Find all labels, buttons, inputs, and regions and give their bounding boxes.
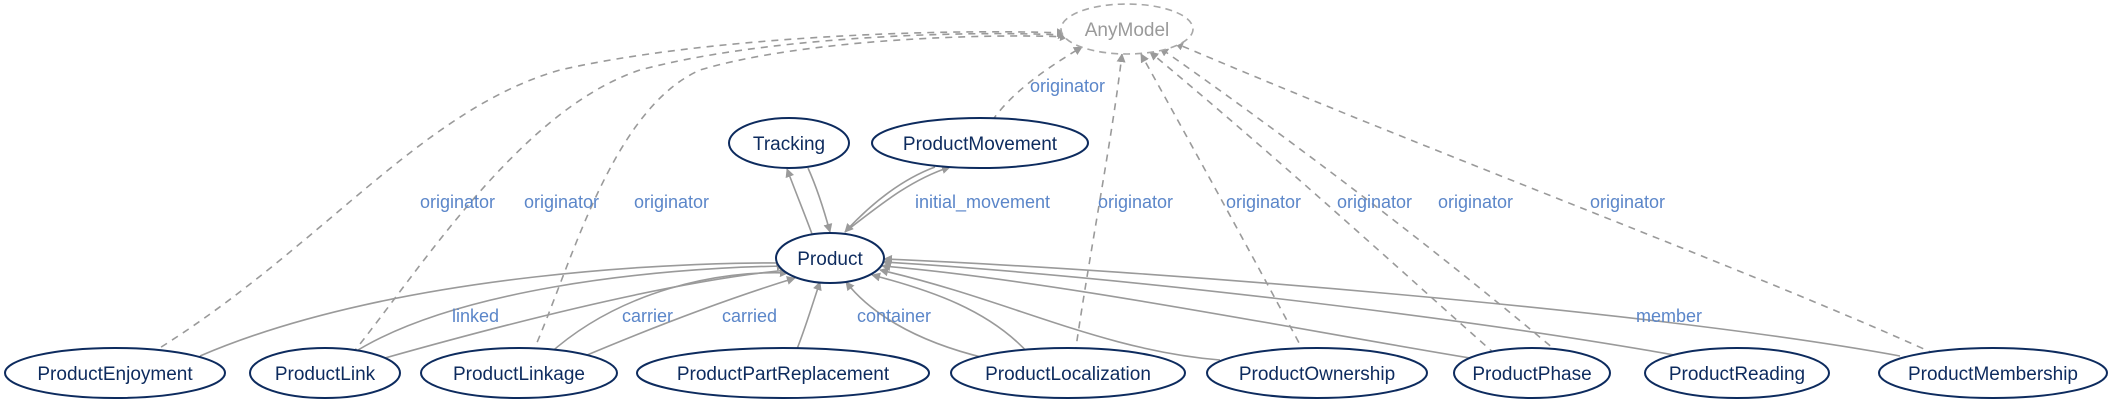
node-anymodel-shape <box>1060 3 1194 55</box>
edge-productownership-anymodel <box>1140 53 1306 355</box>
node-productmembership-shape <box>1878 347 2108 399</box>
label-originator-productlink: originator <box>524 192 599 212</box>
node-productenjoyment-shape <box>4 347 226 399</box>
edge-productlocalization-product <box>871 272 1031 356</box>
node-productpartreplacement-label: ProductPartReplacement <box>677 364 890 385</box>
node-anymodel-label: AnyModel <box>1085 20 1170 41</box>
node-product[interactable]: Product <box>775 232 885 284</box>
label-originator-productlinkage: originator <box>634 192 709 212</box>
node-product-label: Product <box>797 249 863 270</box>
node-productmembership-label: ProductMembership <box>1908 364 2078 385</box>
node-productownership[interactable]: ProductOwnership <box>1206 347 1428 399</box>
node-productmovement[interactable]: ProductMovement <box>871 117 1089 169</box>
node-tracking-label: Tracking <box>753 134 825 155</box>
edge-productlink-product <box>349 261 786 356</box>
node-anymodel[interactable]: AnyModel <box>1060 3 1194 55</box>
edge-productlink-anymodel <box>351 30 1067 355</box>
edge-productlocalization-container <box>845 281 986 359</box>
node-productlinkage-shape <box>420 347 618 399</box>
edge-productmovement-product <box>844 166 936 233</box>
node-productownership-label: ProductOwnership <box>1239 364 1395 385</box>
node-productreading-shape <box>1644 347 1830 399</box>
node-productphase-label: ProductPhase <box>1472 364 1591 385</box>
label-carrier: carrier <box>622 306 673 326</box>
label-originator-productmovement: originator <box>1030 76 1105 96</box>
node-productlocalization-shape <box>950 347 1186 399</box>
edge-productpartreplacement-product <box>794 281 822 355</box>
node-product-shape <box>775 232 885 284</box>
edge-productreading-anymodel <box>1159 47 1561 355</box>
edge-productmembership-member <box>883 254 1901 357</box>
label-originator-productphase: originator <box>1337 192 1412 212</box>
node-productpartreplacement-shape <box>636 347 930 399</box>
edge-productownership-product <box>879 267 1221 361</box>
node-productphase-shape <box>1453 347 1611 399</box>
edge-productlocalization-anymodel <box>1074 53 1126 355</box>
edge-labels: originator originator originator origina… <box>420 76 1702 326</box>
label-initial-movement: initial_movement <box>915 192 1050 213</box>
edge-tracking-product <box>807 167 833 233</box>
label-originator-productreading: originator <box>1438 192 1513 212</box>
node-productmovement-label: ProductMovement <box>903 134 1058 155</box>
label-originator-productmembership: originator <box>1590 192 1665 212</box>
originator-edges <box>149 28 1936 355</box>
node-tracking[interactable]: Tracking <box>728 117 850 169</box>
label-carried: carried <box>722 306 777 326</box>
edge-productlinkage-carrier <box>547 268 789 356</box>
node-productphase[interactable]: ProductPhase <box>1453 347 1611 399</box>
node-productmovement-shape <box>871 117 1089 169</box>
node-productlocalization[interactable]: ProductLocalization <box>950 347 1186 399</box>
label-member: member <box>1636 306 1702 326</box>
node-productenjoyment[interactable]: ProductEnjoyment <box>4 347 226 399</box>
edge-productmembership-anymodel <box>1174 42 1936 355</box>
edge-product-productmovement <box>844 165 951 233</box>
label-originator-productlocalization: originator <box>1098 192 1173 212</box>
label-originator-productenjoyment: originator <box>420 192 495 212</box>
edge-product-tracking <box>785 168 813 235</box>
edge-productlinkage-anymodel <box>531 32 1069 355</box>
edge-productmovement-anymodel <box>991 46 1083 122</box>
node-productlinkage-label: ProductLinkage <box>453 364 585 385</box>
label-linked: linked <box>452 306 499 326</box>
edge-productlink-linked <box>384 266 789 359</box>
node-productpartreplacement[interactable]: ProductPartReplacement <box>636 347 930 399</box>
node-productlink-label: ProductLink <box>275 364 376 385</box>
node-productownership-shape <box>1206 347 1428 399</box>
edge-productlinkage-carried <box>579 276 796 359</box>
edge-productreading-product <box>882 257 1681 357</box>
edge-productphase-product <box>881 262 1471 359</box>
edge-productenjoyment-product <box>199 258 785 357</box>
node-productreading[interactable]: ProductReading <box>1644 347 1830 399</box>
label-container: container <box>857 306 931 326</box>
node-productlinkage[interactable]: ProductLinkage <box>420 347 618 399</box>
node-productreading-label: ProductReading <box>1669 364 1805 385</box>
node-tracking-shape <box>728 117 850 169</box>
node-productenjoyment-label: ProductEnjoyment <box>37 364 193 385</box>
node-productlink-shape <box>249 347 401 399</box>
node-productlink[interactable]: ProductLink <box>249 347 401 399</box>
label-originator-productownership: originator <box>1226 192 1301 212</box>
node-productmembership[interactable]: ProductMembership <box>1878 347 2108 399</box>
node-productlocalization-label: ProductLocalization <box>985 364 1151 385</box>
edge-productphase-anymodel <box>1149 51 1496 355</box>
